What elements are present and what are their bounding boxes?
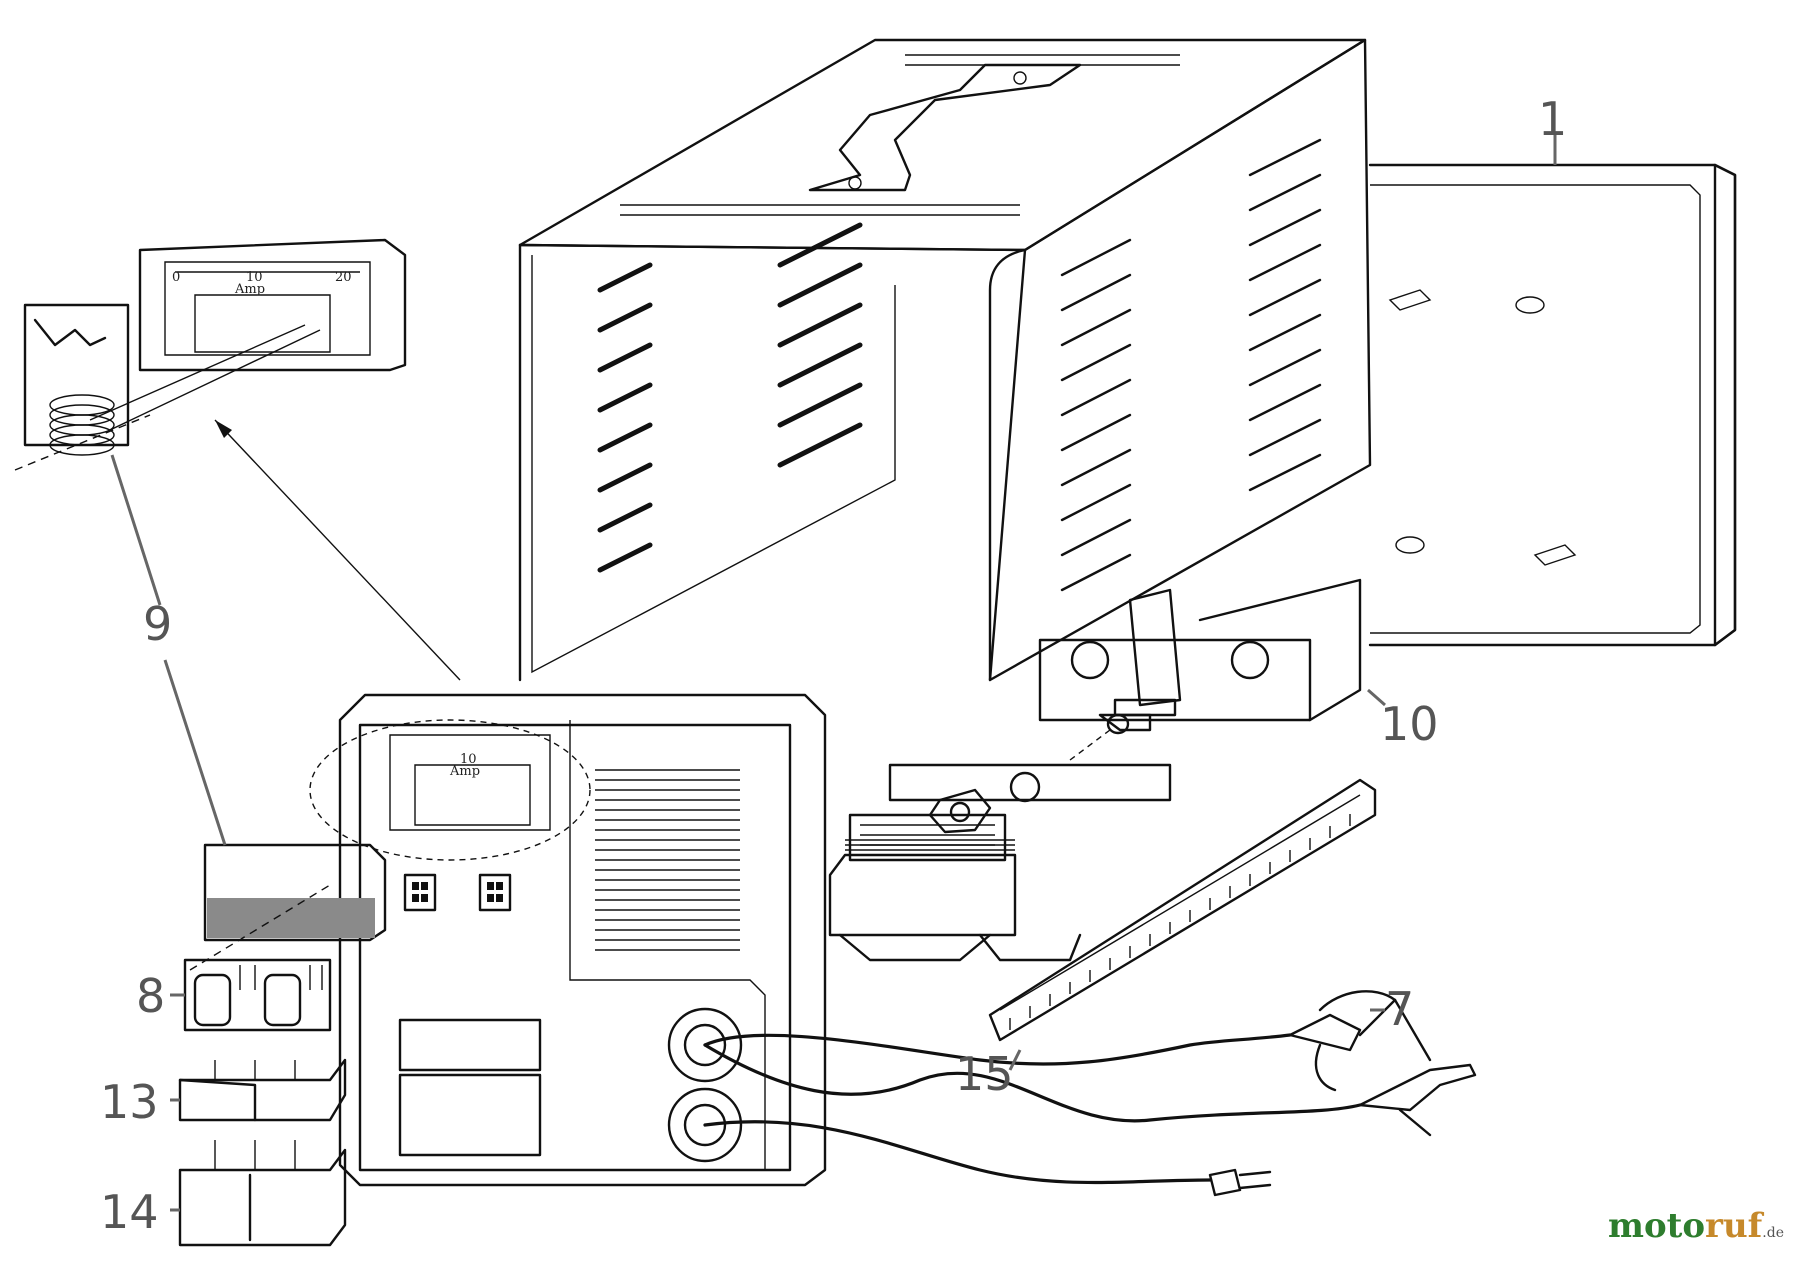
meter-scale-mid: 10	[246, 270, 263, 285]
battery-clamps	[1288, 990, 1477, 1137]
rocker-switch-part	[178, 1058, 347, 1122]
charging-cables	[703, 1033, 1362, 1185]
callout-7: 7	[1385, 982, 1414, 1036]
callout-10: 10	[1380, 697, 1439, 751]
power-switch-part	[178, 1140, 347, 1247]
watermark-part1: moto	[1607, 1206, 1706, 1246]
front-panel: 10 Amp	[309, 693, 827, 1187]
front-panel-vents	[595, 769, 740, 951]
meter-scale-min: 0	[172, 270, 180, 285]
watermark-part2: ruf	[1705, 1206, 1763, 1246]
callout-14: 14	[100, 1185, 159, 1239]
callout-9: 9	[143, 597, 172, 651]
meter-housing-part	[189, 843, 387, 971]
ammeter-detail: 0 10 20 Amp	[14, 238, 407, 471]
leader-lines	[110, 135, 1557, 1212]
callout-13: 13	[100, 1075, 159, 1129]
carry-handle	[808, 63, 1082, 192]
fuse-holder-part	[183, 958, 332, 1032]
panel-meter-scale-mid: 10	[460, 752, 477, 767]
side-louvers	[1060, 138, 1322, 592]
panel-meter-unit-label: Amp	[449, 764, 480, 779]
meter-unit-label: Amp	[234, 282, 265, 297]
rectifier-bracket	[1038, 578, 1362, 735]
callout-15: 15	[955, 1047, 1014, 1101]
watermark-suffix: .de	[1762, 1225, 1784, 1241]
watermark-logo: motoruf.de	[1608, 1206, 1784, 1246]
meter-scale-max: 20	[335, 270, 352, 285]
callout-8: 8	[136, 969, 165, 1023]
power-plug-icon	[1208, 1168, 1272, 1197]
back-panel	[1368, 163, 1737, 647]
top-vents	[620, 54, 1180, 216]
callout-1: 1	[1538, 92, 1567, 146]
front-vents	[597, 222, 863, 573]
transformer-base	[828, 729, 1377, 1042]
coil-icon	[49, 394, 115, 456]
housing-cover	[518, 38, 1372, 682]
